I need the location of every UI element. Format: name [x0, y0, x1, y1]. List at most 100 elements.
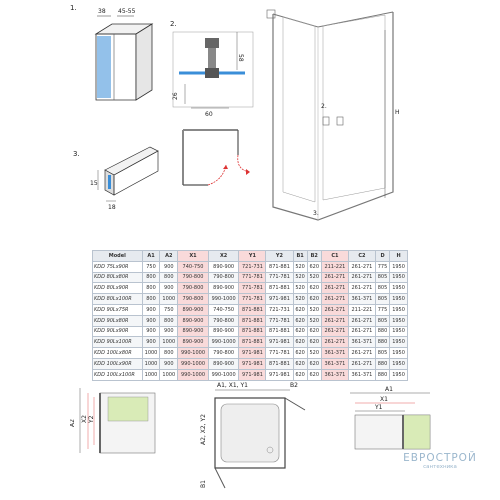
table-cell: 361-371 [347, 293, 376, 305]
table-cell: 620 [292, 336, 308, 349]
table-cell: 890-900 [207, 357, 240, 370]
detail-3-drawing: 15 18 [90, 146, 159, 211]
table-cell: 890-900 [177, 303, 209, 316]
table-cell: 805 [374, 282, 391, 295]
table-cell: 871-881 [265, 282, 294, 295]
dimension-table: Model A1 A2 X1 X2 Y1 Y2 B1 B2 C1 C2 D H … [92, 250, 408, 381]
dim-45-55: 45-55 [118, 8, 136, 15]
table-cell: 900 [159, 282, 179, 295]
dim-y2: Y2 [88, 415, 95, 424]
table-cell: 1950 [389, 325, 408, 338]
table-cell: 620 [292, 325, 308, 338]
door-left [282, 16, 316, 203]
table-cell: 520 [306, 271, 322, 284]
col-header: D [374, 250, 391, 262]
table-cell: 771-781 [238, 282, 267, 295]
table-cell: 800 [141, 282, 161, 295]
table-cell: 750 [159, 303, 179, 316]
table-cell: 361-371 [347, 336, 376, 349]
table-cell: 805 [374, 347, 391, 359]
table-cell: 871-881 [238, 336, 267, 349]
table-cell: 990-1000 [177, 368, 209, 381]
table-cell: 620 [306, 282, 322, 295]
plan-left-detail: A2 X2 Y2 [69, 383, 165, 458]
col-header: C2 [347, 250, 376, 262]
table-cell: 261-271 [320, 282, 349, 295]
table-cell: KDD 100Lx100R [92, 368, 143, 381]
table-cell: 800 [159, 347, 179, 359]
watermark-brand: ЕВРОСТРОЙ [403, 452, 477, 464]
table-cell: 520 [306, 347, 322, 359]
col-header: C1 [320, 250, 349, 262]
table-cell: 800 [159, 271, 179, 284]
col-header: Y1 [238, 250, 267, 262]
glass-panel [97, 36, 111, 98]
table-cell: 900 [141, 314, 161, 327]
table-cell: 1000 [141, 347, 161, 359]
table-cell: 261-271 [347, 314, 376, 327]
table-cell: 890-900 [177, 325, 209, 338]
drain [266, 446, 274, 454]
table-cell: 900 [141, 303, 161, 316]
detail-2-drawing: 58 26 60 [172, 31, 254, 118]
enclosure-elevation: H 2. 3. [263, 2, 403, 227]
table-cell: 971-981 [238, 357, 267, 370]
table-cell: 771-781 [265, 271, 294, 284]
dim-x1: X1 [380, 396, 388, 403]
table-cell: 740-750 [207, 303, 240, 316]
table-cell: 1000 [159, 368, 179, 381]
profile-side [135, 23, 153, 101]
table-cell: 261-271 [347, 325, 376, 338]
table-cell: 721-731 [265, 303, 294, 316]
table-cell: 771-781 [238, 293, 267, 305]
table-cell: 620 [306, 293, 322, 305]
table-cell: 1950 [389, 282, 408, 295]
col-header: Y2 [265, 250, 294, 262]
opening-plan [178, 120, 258, 195]
dim-b1: B1 [200, 480, 207, 488]
table-cell: 1950 [389, 347, 408, 359]
table-cell: 261-271 [320, 303, 349, 316]
table-cell: 890-900 [207, 260, 240, 273]
table-cell: 1950 [389, 260, 408, 273]
table-cell: KDD 100Lx90R [92, 357, 143, 370]
table-cell: 1000 [159, 293, 179, 305]
table-cell: 261-271 [320, 336, 349, 349]
table-cell: 620 [306, 336, 322, 349]
table-cell: 880 [374, 336, 391, 349]
table-cell: 620 [292, 347, 308, 359]
dim-b2: B2 [290, 382, 298, 389]
table-cell: 620 [292, 303, 308, 316]
table-cell: 900 [159, 325, 179, 338]
table-cell: 261-271 [347, 271, 376, 284]
table-cell: 871-881 [265, 325, 294, 338]
table-cell: 990-1000 [207, 336, 240, 349]
table-cell: 871-881 [238, 303, 267, 316]
table-cell: 771-781 [265, 347, 294, 359]
table-cell: 1950 [389, 357, 408, 370]
table-cell: 990-1000 [177, 357, 209, 370]
col-header: B1 [292, 250, 308, 262]
table-cell: 880 [374, 357, 391, 370]
table-cell: KDD 75Lx90R [92, 260, 143, 273]
door-right [322, 14, 386, 201]
table-cell: 890-900 [177, 336, 209, 349]
table-cell: 790-800 [177, 282, 209, 295]
table-cell: 620 [306, 325, 322, 338]
table-cell: KDD 80Lx90R [92, 282, 143, 295]
table-cell: 520 [292, 282, 308, 295]
table-cell: 361-371 [320, 368, 349, 381]
table-cell: 790-800 [207, 271, 240, 284]
table-cell: 261-271 [347, 357, 376, 370]
table-cell: 721-731 [238, 260, 267, 273]
dim-60: 60 [205, 111, 213, 118]
table-cell: 871-881 [238, 325, 267, 338]
callout-2: 2. [321, 103, 327, 110]
table-cell: 1950 [389, 303, 408, 316]
